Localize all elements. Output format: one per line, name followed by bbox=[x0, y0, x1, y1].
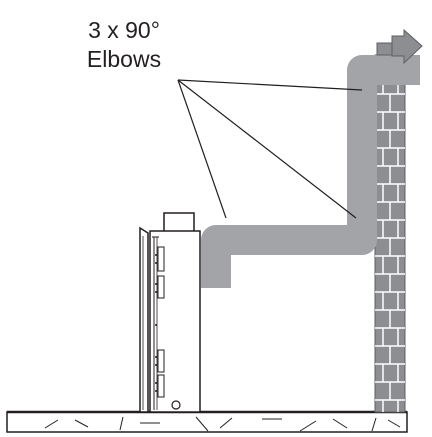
brick-mortar bbox=[375, 57, 405, 412]
leader-line-bottom-elbow bbox=[177, 79, 227, 219]
door-hinges bbox=[157, 246, 165, 398]
stove-door bbox=[139, 226, 149, 413]
floor-hatching bbox=[44, 416, 401, 432]
callout-label-elbows: Elbows bbox=[86, 46, 162, 72]
flue-pipe bbox=[201, 55, 420, 288]
door-rivets bbox=[155, 254, 157, 392]
leader-line-top-elbow bbox=[177, 79, 363, 91]
stove-appliance bbox=[139, 212, 201, 413]
leader-line-middle-elbow bbox=[177, 79, 357, 219]
flue-spigot bbox=[163, 212, 195, 233]
brick-wall bbox=[374, 54, 406, 413]
terminal-cap bbox=[376, 28, 423, 65]
floor-slab bbox=[6, 410, 408, 433]
control-knob bbox=[171, 400, 181, 410]
callout-leader-lines bbox=[177, 79, 363, 219]
callout-label-quantity: 3 x 90° bbox=[88, 17, 160, 43]
